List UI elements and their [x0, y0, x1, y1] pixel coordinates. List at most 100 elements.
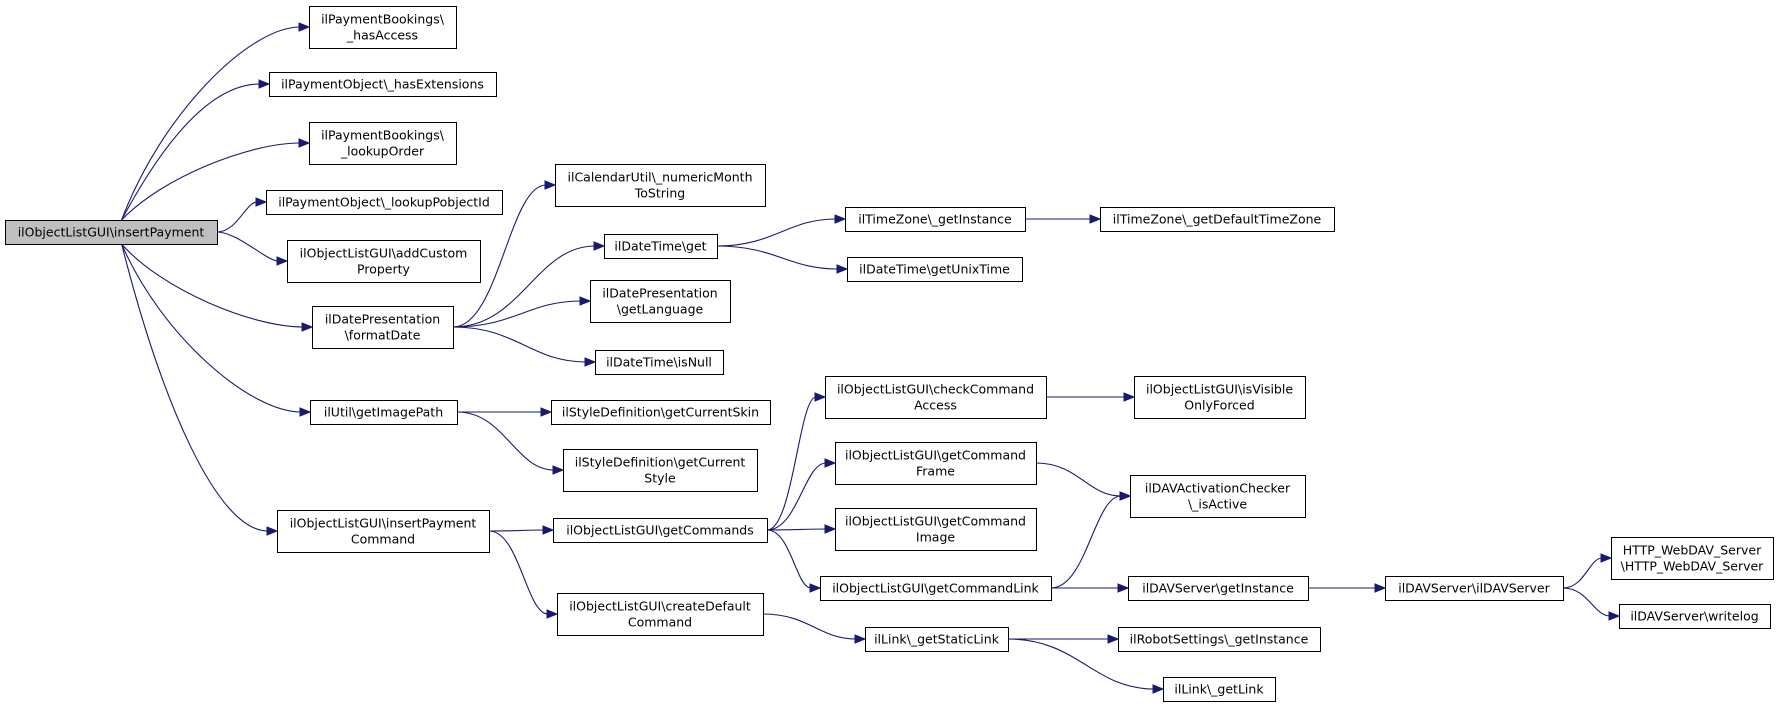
- node-label: \formatDate: [345, 328, 421, 343]
- node-label: ilDatePresentation: [325, 312, 440, 327]
- node-il-d-a-v-server[interactable]: ilDAVServer\ilDAVServer: [1385, 576, 1564, 601]
- arrowhead: [1123, 392, 1136, 402]
- node-has-access[interactable]: ilPaymentBookings\_hasAccess: [309, 6, 457, 49]
- node-label: ilLink\_getStaticLink: [874, 632, 1000, 647]
- node-box: [604, 234, 718, 259]
- node-label: ilTimeZone\_getInstance: [858, 212, 1012, 227]
- node-get-current-skin[interactable]: ilStyleDefinition\getCurrentSkin: [551, 400, 771, 425]
- edge-create-default-command-to-get-static-link: [762, 613, 867, 644]
- node-label: Access: [914, 398, 957, 413]
- arrowhead: [258, 79, 271, 89]
- edge-line: [766, 528, 827, 531]
- arrowhead: [579, 296, 592, 306]
- node-get-default-time-zone[interactable]: ilTimeZone\_getDefaultTimeZone: [1100, 207, 1335, 232]
- edge-format-date-to-get-language: [452, 296, 592, 328]
- node-box: [551, 400, 771, 425]
- edge-insert-payment-to-has-access: [121, 22, 311, 221]
- node-date-time-get[interactable]: ilDateTime\get: [604, 234, 718, 259]
- node-box: [845, 207, 1026, 232]
- node-tz-get-instance[interactable]: ilTimeZone\_getInstance: [845, 207, 1026, 232]
- arrowhead: [1119, 491, 1132, 501]
- edge-insert-payment-to-lookup-pobject-id: [216, 197, 268, 233]
- edge-get-static-link-to-get-link: [1007, 638, 1165, 694]
- edges-layer: [121, 22, 1621, 694]
- node-is-null[interactable]: ilDateTime\isNull: [595, 350, 724, 375]
- arrowhead: [834, 214, 847, 224]
- node-label: ilObjectListGUI\insertPayment: [18, 225, 205, 240]
- node-label: ilDAVServer\writelog: [1630, 609, 1758, 624]
- node-label: ilPaymentObject\_lookupPobjectId: [278, 195, 490, 210]
- node-get-static-link[interactable]: ilLink\_getStaticLink: [865, 627, 1009, 652]
- node-box: [835, 442, 1037, 485]
- node-writelog[interactable]: ilDAVServer\writelog: [1619, 604, 1771, 629]
- node-robot-get-instance[interactable]: ilRobotSettings\_getInstance: [1118, 627, 1321, 652]
- node-format-date[interactable]: ilDatePresentation\formatDate: [312, 306, 454, 349]
- node-box: [309, 6, 457, 49]
- node-box: [277, 510, 490, 553]
- node-label: ilDateTime\getUnixTime: [859, 262, 1010, 277]
- edge-check-command-access-to-is-visible-only-forced: [1046, 392, 1136, 402]
- node-box: [563, 449, 758, 492]
- node-get-link[interactable]: ilLink\_getLink: [1163, 677, 1276, 702]
- edge-get-commands-to-get-command-image: [766, 524, 837, 534]
- node-lookup-pobject-id[interactable]: ilPaymentObject\_lookupPobjectId: [266, 190, 503, 215]
- node-label: _hasAccess: [346, 28, 418, 43]
- node-get-command-link[interactable]: ilObjectListGUI\getCommandLink: [820, 576, 1052, 601]
- arrowhead: [1107, 634, 1120, 644]
- node-has-extensions[interactable]: ilPaymentObject\_hasExtensions: [269, 72, 497, 97]
- edge-line: [456, 411, 555, 471]
- edge-il-d-a-v-server-to-writelog: [1562, 587, 1621, 621]
- edge-insert-payment-to-insert-payment-command: [121, 243, 279, 536]
- edge-line: [452, 300, 582, 328]
- node-box: [820, 576, 1052, 601]
- arrowhead: [298, 22, 311, 32]
- node-label: ilPaymentObject\_hasExtensions: [281, 77, 484, 92]
- node-get-language[interactable]: ilDatePresentation\getLanguage: [590, 280, 731, 323]
- edge-line: [121, 243, 304, 328]
- node-get-image-path[interactable]: ilUtil\getImagePath: [310, 400, 458, 425]
- edge-date-time-get-to-get-unix-time: [716, 245, 849, 274]
- node-label: Command: [351, 532, 415, 547]
- node-label: ilTimeZone\_getDefaultTimeZone: [1113, 212, 1322, 227]
- arrowhead: [1608, 611, 1621, 621]
- edge-line: [762, 613, 857, 640]
- edge-line: [766, 462, 827, 531]
- edge-line: [1562, 587, 1611, 617]
- node-dav-get-instance[interactable]: ilDAVServer\getInstance: [1128, 576, 1309, 601]
- node-is-active[interactable]: ilDAVActivationChecker\_isActive: [1130, 475, 1306, 518]
- node-label: ilObjectListGUI\insertPayment: [290, 516, 477, 531]
- edge-line: [452, 245, 596, 328]
- node-label: Image: [916, 530, 955, 545]
- edge-get-static-link-to-robot-get-instance: [1007, 634, 1120, 644]
- arrowhead: [809, 583, 822, 593]
- arrowhead: [1089, 214, 1102, 224]
- node-lookup-order[interactable]: ilPaymentBookings\_lookupOrder: [309, 122, 457, 165]
- node-label: ilDAVServer\ilDAVServer: [1398, 581, 1550, 596]
- edge-get-command-link-to-is-active: [1050, 491, 1132, 589]
- node-box: [287, 240, 481, 283]
- node-label: ilPaymentBookings\: [321, 128, 445, 143]
- edge-line: [216, 231, 279, 262]
- edge-line: [716, 218, 837, 247]
- edge-dav-get-instance-to-il-d-a-v-server: [1307, 583, 1387, 593]
- node-get-unix-time[interactable]: ilDateTime\getUnixTime: [847, 257, 1023, 282]
- node-get-commands[interactable]: ilObjectListGUI\getCommands: [553, 518, 768, 543]
- edge-insert-payment-command-to-get-commands: [488, 525, 555, 535]
- node-insert-payment[interactable]: ilObjectListGUI\insertPayment: [5, 220, 218, 245]
- node-box: [1134, 376, 1306, 419]
- node-box: [1118, 627, 1321, 652]
- node-label: ilDAVServer\getInstance: [1142, 581, 1294, 596]
- node-http-web-d-a-v[interactable]: HTTP_WebDAV_Server\HTTP_WebDAV_Server: [1611, 537, 1774, 580]
- arrowhead: [266, 526, 279, 536]
- edge-insert-payment-to-get-image-path: [121, 243, 312, 417]
- arrowhead: [255, 197, 268, 207]
